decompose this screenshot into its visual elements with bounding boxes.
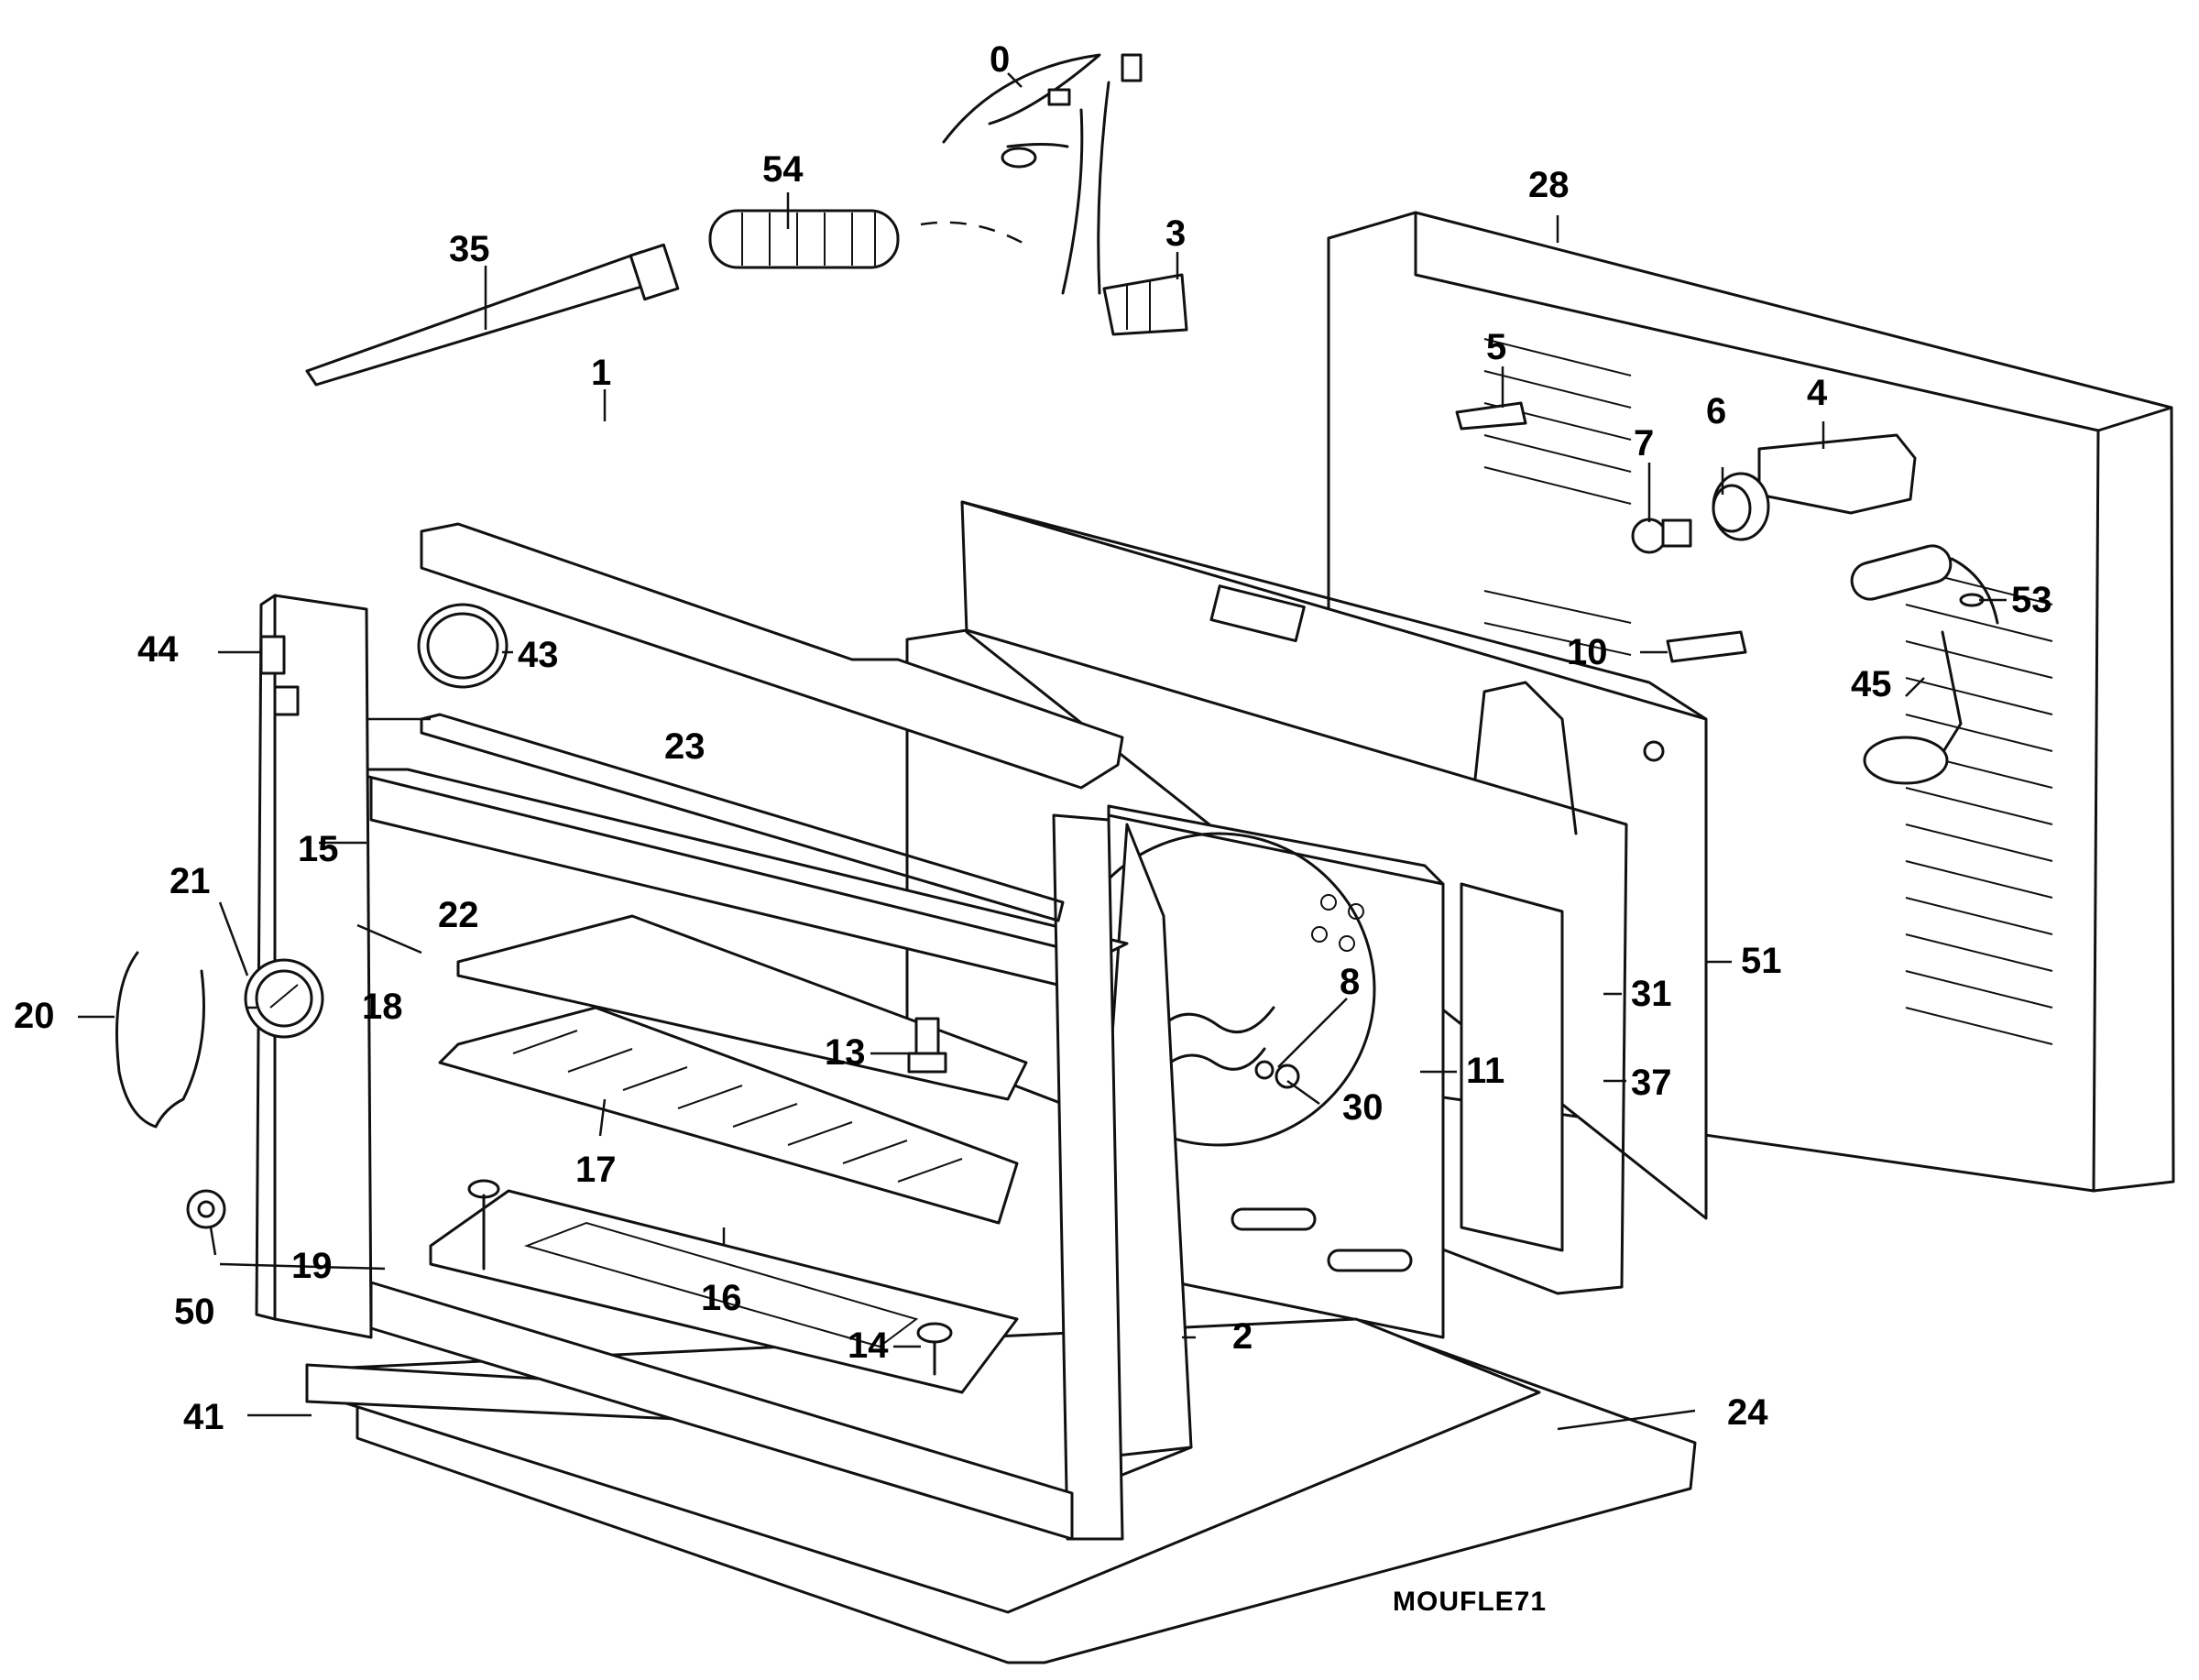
- label-51: 51: [1741, 941, 1782, 981]
- label-31: 31: [1631, 974, 1672, 1014]
- part-16-bottom-tray: [429, 1189, 1019, 1394]
- label-50: 50: [174, 1292, 215, 1332]
- diagram-code: MOUFLE71: [1393, 1587, 1547, 1617]
- label-18: 18: [362, 987, 403, 1027]
- part-19-screw: [467, 1179, 500, 1271]
- label-41: 41: [183, 1397, 224, 1437]
- label-2: 2: [1232, 1316, 1253, 1357]
- label-0: 0: [990, 39, 1010, 80]
- label-11: 11: [1466, 1051, 1504, 1091]
- part-44-side-bracket: [255, 594, 300, 1321]
- label-7: 7: [1634, 423, 1654, 464]
- label-54: 54: [762, 149, 804, 190]
- label-23: 23: [664, 726, 706, 767]
- label-28: 28: [1528, 165, 1570, 205]
- part-10-clip: [1666, 630, 1747, 663]
- part-21-thermometer: [244, 958, 324, 1039]
- label-6: 6: [1706, 391, 1726, 431]
- label-1: 1: [591, 353, 611, 393]
- label-8: 8: [1340, 962, 1360, 1002]
- part-0-wiring: [942, 53, 1143, 295]
- leader-lines: [78, 72, 2007, 1431]
- part-17-wire-rack: [438, 1006, 1019, 1225]
- part-3-terminal-block: [1102, 273, 1188, 336]
- label-15: 15: [298, 829, 339, 869]
- part-15-front-frame: [273, 594, 1129, 1541]
- part-6-lamp-holder: [1712, 472, 1770, 541]
- label-19: 19: [291, 1246, 333, 1286]
- part-35-rod: [305, 243, 680, 387]
- label-43: 43: [518, 635, 559, 675]
- label-37: 37: [1631, 1063, 1672, 1103]
- part-1-top-plate: [420, 522, 1124, 790]
- label-13: 13: [825, 1032, 866, 1073]
- label-17: 17: [575, 1150, 617, 1190]
- label-45: 45: [1851, 664, 1892, 704]
- label-22: 22: [438, 895, 479, 935]
- part-50-nut: [186, 1189, 226, 1229]
- label-5: 5: [1486, 327, 1506, 367]
- label-35: 35: [449, 229, 490, 269]
- part-45-pipe: [1850, 544, 1999, 785]
- label-3: 3: [1165, 213, 1186, 254]
- part-7-lamp: [1631, 518, 1692, 554]
- label-14: 14: [848, 1325, 889, 1366]
- part-11-oven-cavity: [1061, 804, 1445, 1339]
- part-20-bracket: [115, 951, 205, 1129]
- callout-labels: 0 54 35 3 28 5 4 6 7 53 10 45 1 44 43 23…: [14, 39, 2052, 1617]
- part-23-seal-strip: [420, 713, 1065, 922]
- part-54-heating-element: [708, 209, 1032, 269]
- label-10: 10: [1567, 632, 1608, 672]
- label-21: 21: [170, 861, 211, 901]
- part-43-gasket-ring: [417, 603, 509, 689]
- label-30: 30: [1342, 1087, 1384, 1128]
- label-20: 20: [14, 996, 55, 1036]
- part-14-screw: [916, 1322, 953, 1376]
- label-24: 24: [1727, 1392, 1768, 1433]
- label-44: 44: [137, 629, 179, 670]
- part-5-clip: [1455, 401, 1527, 431]
- label-4: 4: [1807, 373, 1828, 413]
- label-16: 16: [701, 1278, 742, 1318]
- part-13-screw: [907, 1017, 947, 1074]
- part-30-fastener: [1254, 1060, 1275, 1080]
- label-53: 53: [2011, 580, 2052, 620]
